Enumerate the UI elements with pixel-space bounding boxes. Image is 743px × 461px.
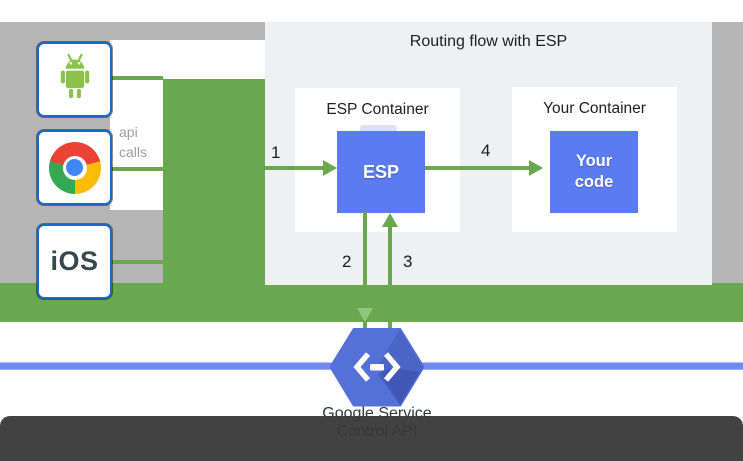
gray-rail-right bbox=[712, 22, 743, 283]
ios-label: iOS bbox=[50, 246, 99, 276]
arrow-2-line bbox=[363, 212, 367, 331]
your-code-box: Your code bbox=[550, 131, 638, 213]
arrow-3-line bbox=[388, 226, 392, 331]
step-1-label: 1 bbox=[271, 143, 281, 162]
api-calls-line1: api bbox=[119, 124, 138, 140]
your-code-line1: Your bbox=[575, 152, 613, 170]
arrow-1-line bbox=[265, 166, 327, 170]
esp-box: ESP bbox=[337, 131, 425, 213]
ios-client-box: iOS bbox=[37, 224, 112, 299]
arrow-3-head-icon bbox=[382, 213, 398, 227]
ios-connector-line bbox=[110, 260, 163, 264]
chrome-connector-line bbox=[110, 167, 163, 171]
arrow-2-head-icon bbox=[357, 308, 373, 322]
android-client-box bbox=[37, 42, 112, 117]
api-calls-annotation: api calls bbox=[119, 122, 169, 162]
esp-box-label: ESP bbox=[362, 161, 400, 182]
cloud-endpoints-hexagon-icon bbox=[329, 328, 425, 407]
chrome-icon bbox=[48, 141, 101, 194]
esp-box-tab bbox=[360, 125, 397, 133]
android-connector-line bbox=[110, 76, 163, 80]
routing-flow-panel: Routing flow with ESP ESP Container Your… bbox=[265, 22, 712, 285]
your-code-line2: code bbox=[574, 173, 614, 191]
step-2-label: 2 bbox=[342, 252, 352, 271]
arrow-4-head-icon bbox=[529, 160, 543, 176]
arrow-4-line bbox=[425, 166, 531, 170]
your-container-title: Your Container bbox=[543, 100, 646, 117]
footer-band bbox=[0, 416, 743, 461]
arrow-1-head-icon bbox=[323, 160, 337, 176]
android-icon bbox=[53, 53, 97, 106]
chrome-client-box bbox=[37, 130, 112, 205]
green-request-bar bbox=[163, 79, 265, 322]
step-4-label: 4 bbox=[481, 141, 491, 160]
api-calls-line2: calls bbox=[119, 144, 148, 160]
step-3-label: 3 bbox=[403, 252, 413, 271]
panel-title: Routing flow with ESP bbox=[409, 33, 568, 50]
esp-container-title: ESP Container bbox=[326, 101, 429, 118]
